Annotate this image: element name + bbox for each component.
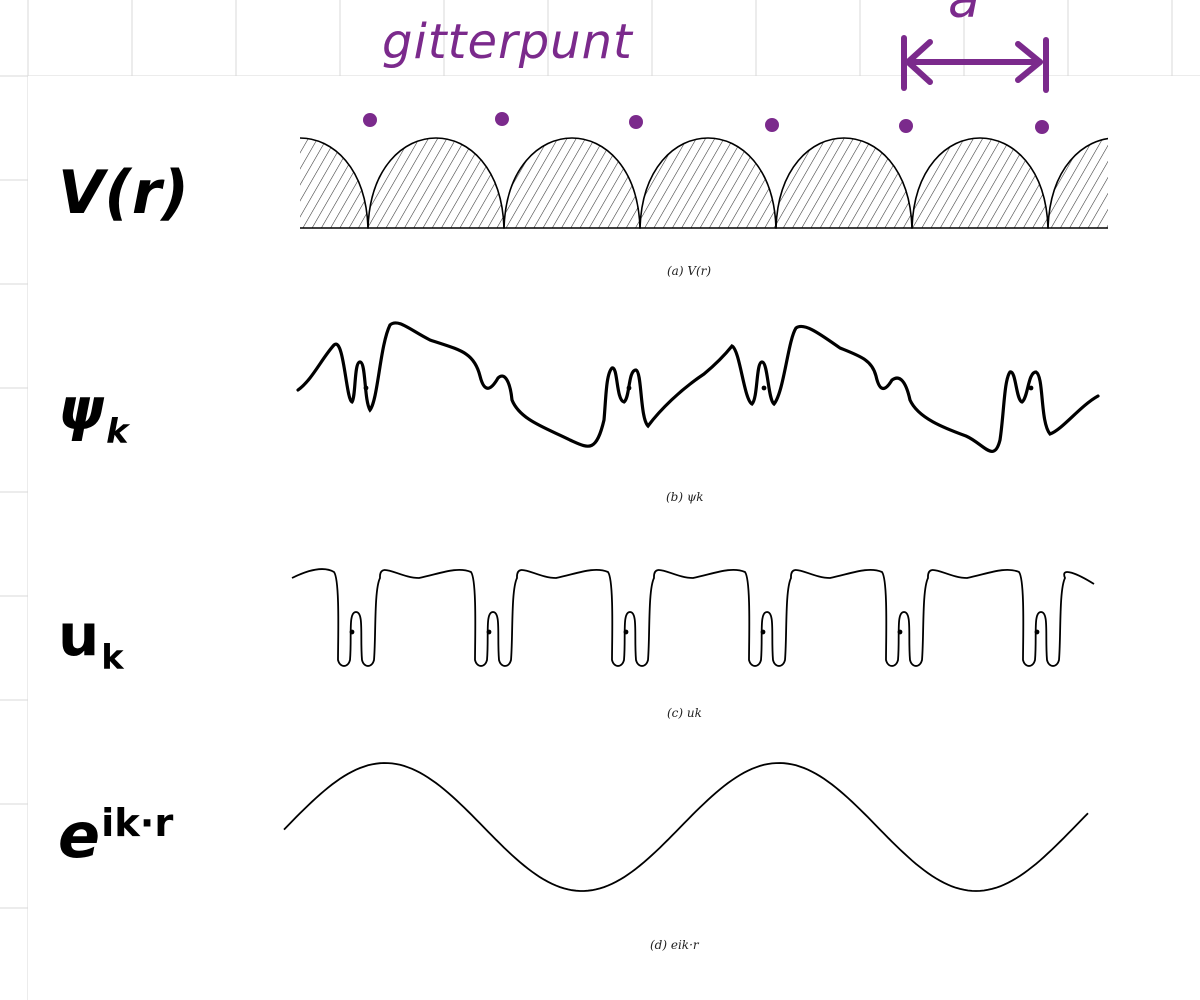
plane-wave-path bbox=[283, 762, 1089, 892]
caption-a: (a) V(r) bbox=[667, 264, 712, 278]
u-curve bbox=[291, 568, 1095, 667]
potential-arch bbox=[1047, 137, 1108, 229]
u-atom-dot bbox=[486, 629, 492, 635]
potential-arch bbox=[911, 137, 1049, 229]
lattice-point-dot bbox=[899, 119, 913, 133]
arrow-right-icon bbox=[1015, 41, 1043, 83]
caption-c: (c) uk bbox=[667, 706, 702, 720]
plane-wave-label: eik·r bbox=[58, 799, 174, 872]
lattice-point-dot bbox=[363, 113, 377, 127]
u-atom-dot bbox=[760, 629, 766, 635]
lattice-point-dot bbox=[765, 118, 779, 132]
potential-curve bbox=[300, 137, 1108, 229]
handwritten-lattice-point-note: gitterpunt bbox=[382, 14, 633, 70]
psi-wave-path bbox=[296, 321, 1100, 453]
potential-label: V(r) bbox=[58, 158, 189, 228]
caption-d: (d) eik·r bbox=[650, 938, 699, 952]
lattice-point-dot bbox=[629, 115, 643, 129]
potential-arch bbox=[503, 137, 641, 229]
psi-atom-dot bbox=[626, 385, 632, 391]
lattice-point-dot bbox=[1035, 120, 1049, 134]
potential-arch bbox=[775, 137, 913, 229]
arrow-left-icon bbox=[905, 39, 933, 85]
potential-arch bbox=[639, 137, 777, 229]
psi-atom-dot bbox=[363, 385, 369, 391]
u-wave-path bbox=[291, 568, 1095, 667]
psi-atom-dot bbox=[761, 385, 767, 391]
lattice-annotations bbox=[363, 35, 1049, 134]
u-atom-dot bbox=[623, 629, 629, 635]
u-atom-dot bbox=[897, 629, 903, 635]
psi-atom-dot bbox=[1028, 385, 1034, 391]
u-atom-dot bbox=[1034, 629, 1040, 635]
u-label: uk bbox=[58, 601, 124, 678]
psi-curve bbox=[296, 321, 1100, 453]
psi-label: ψk bbox=[58, 375, 129, 452]
potential-arch bbox=[367, 137, 505, 229]
potential-arch bbox=[300, 137, 369, 229]
lattice-constant-label: a bbox=[948, 0, 980, 30]
lattice-point-dot bbox=[495, 112, 509, 126]
plane-wave-curve bbox=[283, 762, 1089, 892]
figure-paper bbox=[28, 76, 1200, 1000]
u-atom-dot bbox=[349, 629, 355, 635]
caption-b: (b) ψk bbox=[666, 490, 704, 504]
